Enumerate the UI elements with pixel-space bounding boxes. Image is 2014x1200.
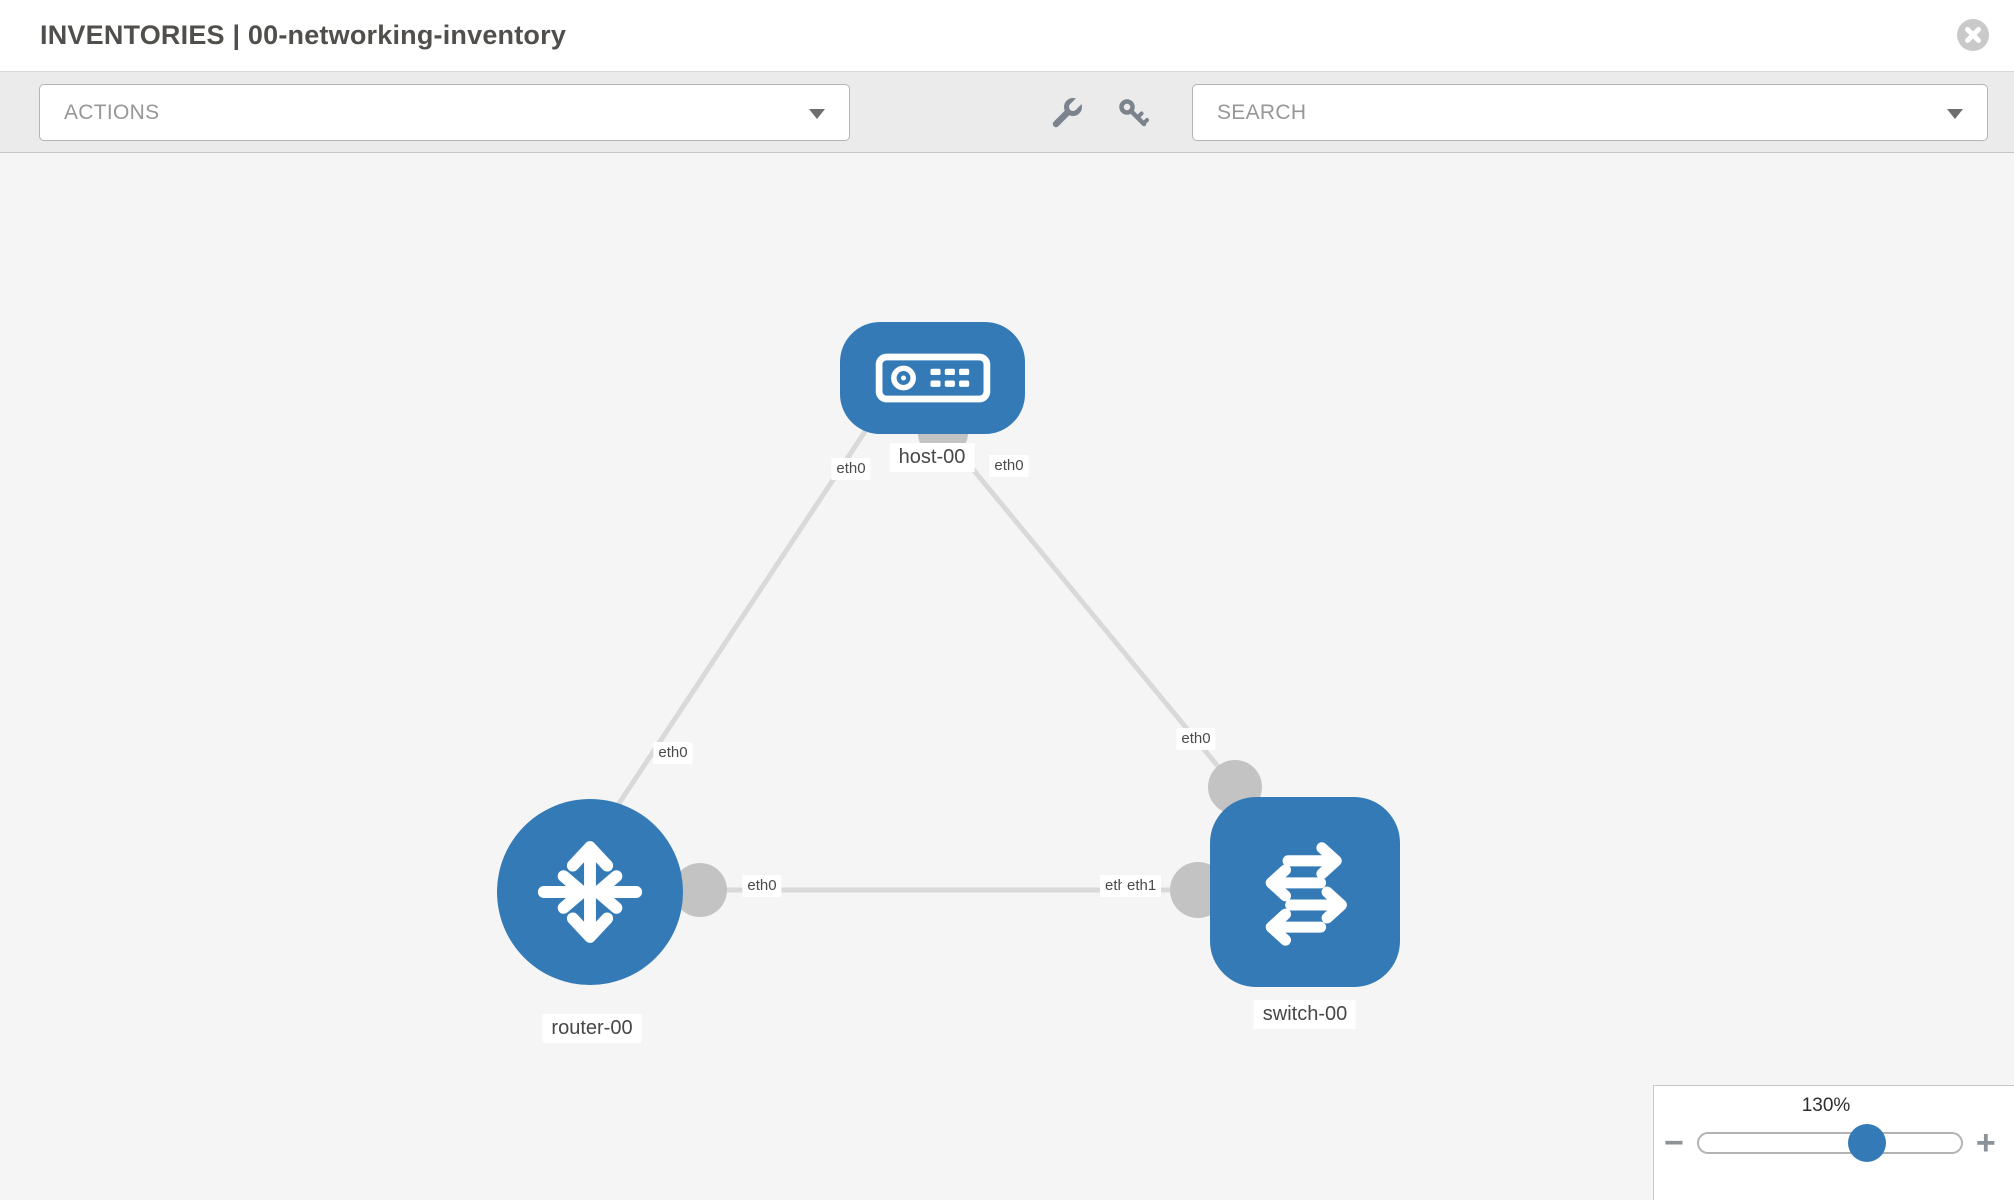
node-label-router: router-00 bbox=[542, 1014, 642, 1043]
if-label-host-switch-hostside: eth0 bbox=[989, 455, 1029, 477]
zoom-slider-knob[interactable] bbox=[1847, 1124, 1886, 1162]
if-label-host-router-routerside: eth0 bbox=[653, 742, 693, 764]
if-label-router-switch-switchside-eth1: eth1 bbox=[1122, 875, 1162, 897]
page-title: INVENTORIES | 00-networking-inventory bbox=[40, 20, 567, 50]
actions-dropdown[interactable]: ACTIONS bbox=[39, 84, 850, 141]
zoom-slider[interactable] bbox=[1696, 1124, 1963, 1162]
window-header: INVENTORIES | 00-networking-inventory bbox=[0, 0, 2014, 72]
node-label-host: host-00 bbox=[889, 443, 975, 472]
actions-dropdown-label: ACTIONS bbox=[64, 100, 160, 124]
node-router-00[interactable] bbox=[497, 799, 683, 985]
switch-device-icon bbox=[1265, 842, 1347, 946]
zoom-out-button[interactable]: − bbox=[1664, 1124, 1684, 1162]
x-circle-icon bbox=[1957, 19, 1989, 51]
search-dropdown-label: SEARCH bbox=[1217, 100, 1307, 124]
zoom-slider-row: − + bbox=[1654, 1124, 2014, 1162]
close-button[interactable] bbox=[1956, 18, 1990, 52]
router-device-icon bbox=[537, 841, 643, 943]
node-label-switch: switch-00 bbox=[1253, 1000, 1357, 1029]
node-switch-00[interactable] bbox=[1210, 797, 1400, 987]
wrench-icon[interactable] bbox=[1050, 95, 1084, 130]
zoom-in-button[interactable]: + bbox=[1975, 1124, 1996, 1162]
if-label-host-router-hostside: eth0 bbox=[831, 458, 871, 480]
toolbar-icons bbox=[1050, 72, 1150, 153]
topology-links-layer bbox=[613, 408, 1262, 918]
zoom-level-value: 130% bbox=[1801, 1095, 1851, 1116]
zoom-control-panel: 130% − + bbox=[1653, 1085, 2014, 1200]
chevron-down-icon bbox=[809, 109, 825, 119]
search-dropdown[interactable]: SEARCH bbox=[1192, 84, 1988, 141]
interface-connector-dot[interactable] bbox=[673, 863, 727, 917]
if-label-host-switch-switchside: eth0 bbox=[1176, 728, 1216, 750]
if-label-router-switch-routerside: eth0 bbox=[742, 875, 782, 897]
key-icon[interactable] bbox=[1116, 96, 1150, 130]
node-host-00[interactable] bbox=[840, 322, 1025, 434]
topology-canvas[interactable]: host-00 router-00 switch-00 eth0 eth0 et… bbox=[0, 153, 2014, 1200]
toolbar: ACTIONS SEARCH bbox=[0, 72, 2014, 153]
host-device-icon bbox=[875, 353, 990, 403]
chevron-down-icon bbox=[1947, 109, 1963, 119]
